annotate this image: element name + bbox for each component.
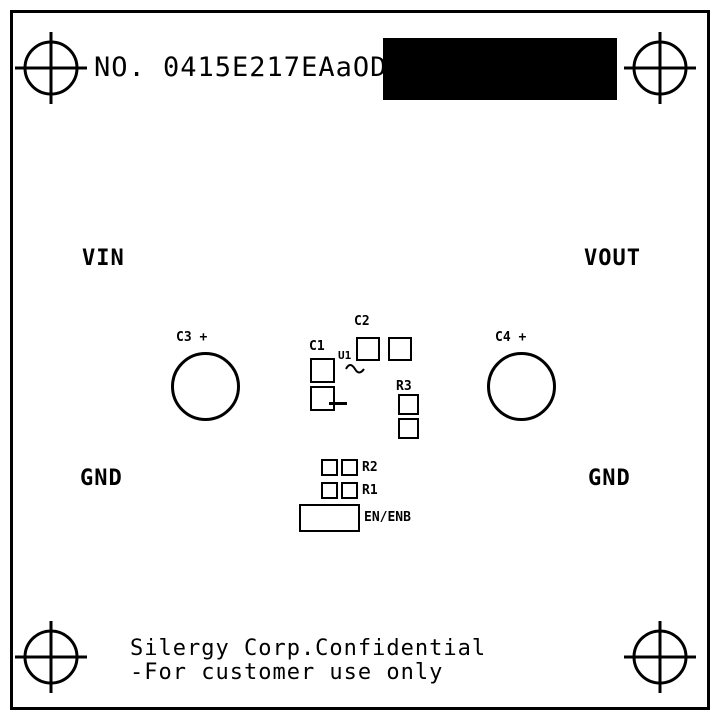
board-outline (10, 10, 710, 710)
en-enb-footprint (299, 504, 360, 532)
fiducial-crosshair-bottom-right (622, 619, 698, 695)
crosshair-icon (15, 621, 87, 693)
r3-pad-top (398, 394, 419, 415)
fiducial-crosshair-top-right (622, 30, 698, 106)
crosshair-icon (624, 32, 696, 104)
confidential-notice-line2: -For customer use only (130, 660, 444, 685)
refdes-c1: C1 (309, 339, 325, 354)
c2-pad-left (356, 337, 380, 361)
board-number-title: NO. 0415E217EAaOD (94, 52, 388, 83)
crosshair-icon (624, 621, 696, 693)
refdes-c4: C4 + (495, 330, 527, 345)
r2-pad-left (321, 459, 338, 476)
c1-pad-top (310, 358, 335, 383)
capacitor-c4-outline (487, 352, 556, 421)
net-label-gnd-right: GND (588, 466, 631, 491)
r1-pad-left (321, 482, 338, 499)
net-label-vin: VIN (82, 246, 125, 271)
net-label-gnd-left: GND (80, 466, 123, 491)
refdes-en-enb: EN/ENB (364, 510, 411, 525)
crosshair-icon (15, 32, 87, 104)
refdes-u1: U1 (338, 349, 352, 362)
filled-label-block (383, 38, 617, 100)
u1-polarity-mark-icon (345, 364, 365, 374)
confidential-notice-line1: Silergy Corp.Confidential (130, 636, 487, 661)
refdes-r3: R3 (396, 379, 412, 394)
refdes-r2: R2 (362, 460, 378, 475)
refdes-c3: C3 + (176, 330, 208, 345)
refdes-r1: R1 (362, 483, 378, 498)
c1-pad-bottom (310, 386, 335, 411)
r1-pad-right (341, 482, 358, 499)
fiducial-crosshair-top-left (13, 30, 89, 106)
fiducial-crosshair-bottom-left (13, 619, 89, 695)
refdes-c2: C2 (354, 314, 370, 329)
c2-pad-right (388, 337, 412, 361)
capacitor-c3-outline (171, 352, 240, 421)
u1-pin1-mark (329, 402, 347, 405)
r3-pad-bottom (398, 418, 419, 439)
r2-pad-right (341, 459, 358, 476)
net-label-vout: VOUT (584, 246, 641, 271)
